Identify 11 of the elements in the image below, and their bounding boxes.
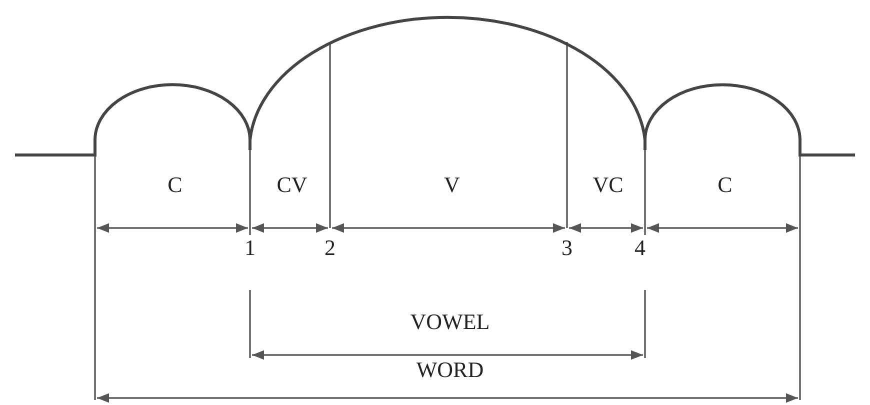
boundary-number: 3 [562,237,572,259]
span-label: VOWEL [410,311,490,333]
segment-label: C [718,174,732,196]
segment-label: C [168,174,182,196]
span-label: WORD [416,359,484,381]
boundary-number: 2 [324,237,336,259]
boundary-number: 4 [634,237,646,259]
boundary-number: 1 [244,237,256,259]
segment-label: CV [276,174,308,196]
segment-label: V [444,174,460,196]
segment-label: VC [592,174,624,196]
